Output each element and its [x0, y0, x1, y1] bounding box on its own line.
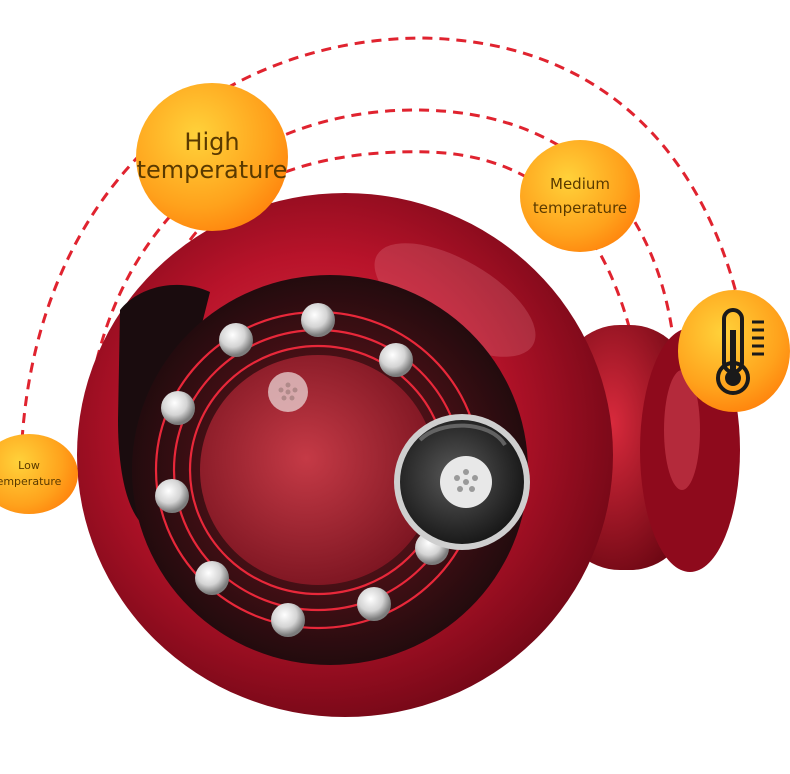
thermometer-icon	[716, 308, 764, 395]
high-temperature-line-1: High	[184, 128, 240, 157]
medium-temperature-badge: Medium temperature	[520, 140, 640, 252]
treatment-head	[132, 275, 528, 665]
low-temperature-badge: Low emperature	[0, 434, 78, 514]
medium-temperature-line-1: Medium	[550, 175, 610, 193]
high-temperature-line-2: temperature	[136, 156, 288, 184]
led-lights	[155, 303, 449, 637]
low-temperature-line-2: emperature	[0, 475, 62, 488]
electrode-lens	[394, 414, 530, 550]
high-temperature-badge: High temperature	[136, 83, 288, 231]
upper-electrode	[268, 372, 308, 412]
medium-temperature-line-2: temperature	[532, 199, 628, 217]
thermometer-badge	[678, 290, 790, 412]
low-temperature-line-1: Low	[18, 458, 40, 472]
